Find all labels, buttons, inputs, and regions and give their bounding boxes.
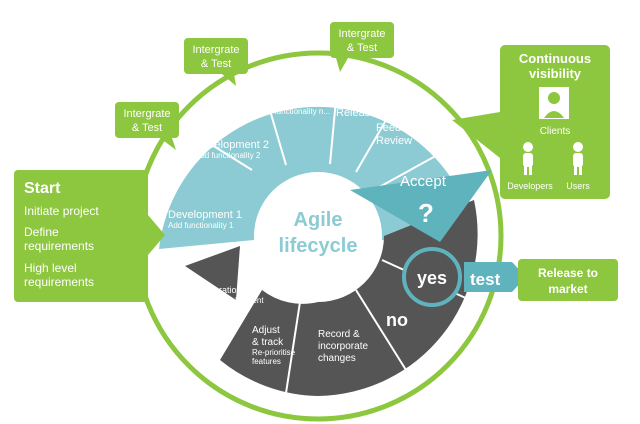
accept-arrow	[350, 170, 492, 242]
release-market-line2: market	[548, 282, 587, 296]
segment-next-line1: Next Iteration	[188, 285, 242, 295]
center-title-line1: Agile	[294, 209, 343, 231]
segment-feedback-line1: Feedback	[376, 122, 425, 134]
segment-record-line3: changes	[318, 353, 356, 364]
visibility-line1: Continuous	[519, 51, 591, 66]
segment-adjust-line3: Re-prioritise	[252, 348, 296, 357]
start-item-2b: requirements	[24, 239, 94, 253]
start-item-1: Initiate project	[24, 204, 99, 218]
segment-adjust-line2: & track	[252, 337, 284, 348]
segment-feedback-line2: Review	[376, 135, 412, 147]
clients-label: Clients	[540, 126, 571, 137]
center-title-line2: lifecycle	[279, 235, 358, 257]
segment-record-line1: Record &	[318, 329, 360, 340]
integrate-2-line2: & Test	[201, 58, 231, 70]
yes-label: yes	[417, 268, 447, 288]
test-label: test	[470, 270, 501, 289]
release-to-market-box	[518, 259, 618, 301]
integrate-callout-2: Intergrate & Test	[184, 38, 248, 86]
integrate-callout-1: Intergrate & Test	[115, 102, 179, 150]
developers-icon	[523, 142, 533, 175]
next-iteration-sector	[220, 290, 318, 396]
segment-next-line2: onto development	[200, 296, 264, 305]
segment-devn-sub: Add functionality n...	[258, 107, 330, 116]
segment-accept-title: Accept	[400, 173, 447, 190]
release-market-line1: Release to	[538, 266, 598, 280]
segment-accept-symbol: ?	[418, 198, 434, 228]
segment-dev1-sub: Add functionality 1	[168, 221, 234, 230]
yes-circle	[402, 247, 462, 307]
segment-adjust-line4: features	[252, 357, 281, 366]
users-icon	[573, 142, 583, 175]
segment-devn-title: Development n...	[258, 95, 341, 107]
center-disk	[254, 172, 382, 300]
segment-next-line3: 4, 5, etc...	[200, 306, 235, 315]
start-item-3b: requirements	[24, 275, 94, 289]
start-item-3a: High level	[24, 261, 77, 275]
visibility-box: Continuous visibility Clients Developers…	[452, 45, 610, 199]
segment-adjust-line1: Adjust	[252, 325, 280, 336]
test-arrow	[464, 262, 526, 292]
integrate-1-line2: & Test	[132, 122, 162, 134]
segment-dev2-sub: Add functionality 2	[195, 151, 261, 160]
clients-icon	[539, 87, 569, 119]
segment-record-line2: incorporate	[318, 341, 368, 352]
start-arrow	[148, 215, 165, 255]
integrate-3-line2: & Test	[347, 42, 377, 54]
segment-release-title: Release	[336, 107, 376, 119]
start-box: Start Initiate project Define requiremen…	[14, 170, 148, 302]
segment-dev1-title: Development 1	[168, 209, 242, 221]
developers-label: Developers	[507, 181, 553, 191]
integrate-callout-3: Intergrate & Test	[330, 22, 394, 72]
start-title: Start	[24, 180, 61, 197]
segment-no-label: no	[386, 310, 408, 330]
integrate-3-line1: Intergrate	[338, 28, 385, 40]
segment-dev2-title: Development 2	[195, 139, 269, 151]
visibility-line2: visibility	[529, 66, 582, 81]
start-item-2a: Define	[24, 225, 59, 239]
integrate-2-line1: Intergrate	[192, 44, 239, 56]
next-iteration-arrow	[185, 246, 240, 300]
users-label: Users	[566, 181, 590, 191]
integrate-1-line1: Intergrate	[123, 108, 170, 120]
